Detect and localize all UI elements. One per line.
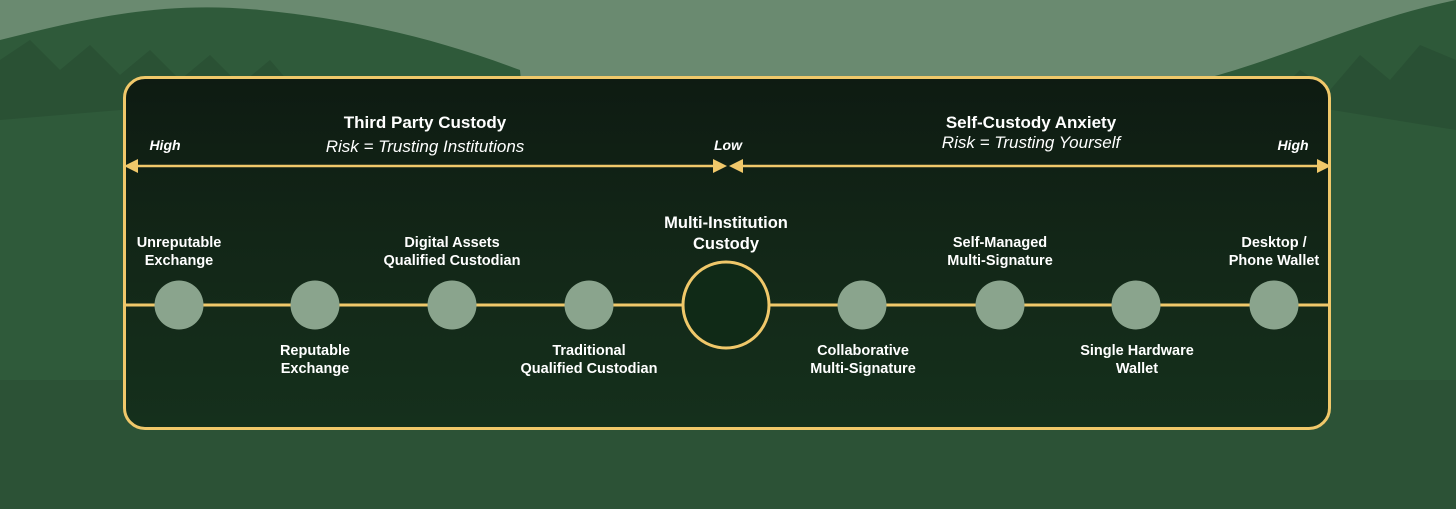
left-arrowhead-left (124, 159, 138, 173)
node-label-self-managed-multisig: Self-Managed Multi-Signature (947, 234, 1053, 270)
center-node-circle (681, 260, 771, 350)
node-label-collaborative-multisig: Collaborative Multi-Signature (810, 342, 916, 378)
left-section-subtitle: Risk = Trusting Institutions (325, 137, 525, 156)
node-label-single-hardware-wallet: Single Hardware Wallet (1080, 342, 1194, 378)
node-label-desktop-phone-wallet: Desktop / Phone Wallet (1229, 234, 1320, 270)
node-circle-single-hardware-wallet (1111, 280, 1161, 330)
node-circle-digital-assets-custodian (427, 280, 477, 330)
node-label-reputable-exchange: Reputable Exchange (280, 342, 350, 378)
right-section-title: Self-Custody Anxiety (945, 113, 1117, 132)
node-label-digital-assets-custodian: Digital Assets Qualified Custodian (384, 234, 521, 270)
node-label-line1: Self-Managed (952, 235, 1048, 251)
node-label-line1: Digital Assets (404, 235, 500, 251)
scale-left-label: High (149, 137, 181, 153)
node-label-line1: Desktop / (1241, 235, 1307, 251)
node-label-line2: Multi-Signature (810, 361, 916, 377)
center-node-label: Multi-Institution Custody (664, 213, 788, 255)
custody-spectrum-panel (123, 76, 1331, 430)
node-circle-traditional-custodian (564, 280, 614, 330)
right-arrowhead-right (1317, 159, 1331, 173)
scale-right-label: High (1277, 137, 1309, 153)
node-label-line2: Wallet (1115, 361, 1159, 377)
scale-middle-label: Low (714, 137, 742, 153)
node-circle-collaborative-multisig (837, 280, 887, 330)
node-circle-self-managed-multisig (975, 280, 1025, 330)
node-label-line2: Phone Wallet (1228, 253, 1320, 269)
node-label-line2: Multi-Signature (947, 253, 1053, 269)
node-circles (154, 280, 1299, 330)
node-label-line1: Unreputable (136, 235, 222, 251)
left-section-title: Third Party Custody (343, 113, 507, 132)
left-arrowhead-right (713, 159, 727, 173)
node-label-line1: Single Hardware (1080, 343, 1194, 359)
right-section-subtitle: Risk = Trusting Yourself (941, 133, 1121, 152)
right-arrowhead-left (729, 159, 743, 173)
node-label-line1: Traditional (552, 343, 626, 359)
risk-scale-arrows (124, 159, 1331, 173)
node-circle-unreputable-exchange (154, 280, 204, 330)
node-label-traditional-custodian: Traditional Qualified Custodian (521, 342, 658, 378)
node-label-line1: Collaborative (817, 343, 909, 359)
node-label-line2: Qualified Custodian (520, 361, 658, 377)
center-node-label-line2: Custody (693, 235, 759, 253)
node-circle-reputable-exchange (290, 280, 340, 330)
node-label-unreputable-exchange: Unreputable Exchange (137, 234, 222, 270)
node-label-line2: Exchange (280, 361, 350, 377)
node-circle-desktop-phone-wallet (1249, 280, 1299, 330)
node-label-line1: Reputable (279, 343, 351, 359)
node-label-line2: Qualified Custodian (383, 253, 521, 269)
node-label-line2: Exchange (144, 253, 214, 269)
center-node-label-line1: Multi-Institution (664, 214, 788, 232)
